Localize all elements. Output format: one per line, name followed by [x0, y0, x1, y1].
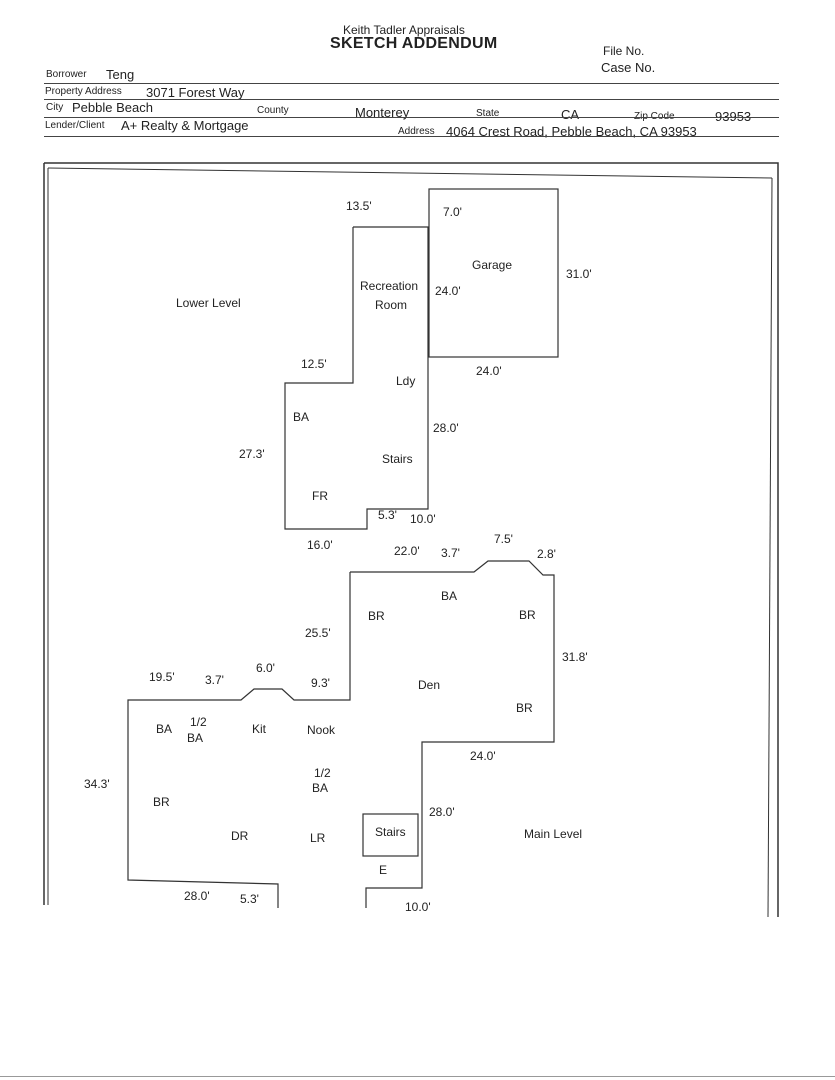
dr-label: DR [231, 829, 249, 843]
header-rule [44, 117, 779, 118]
br-label: BR [153, 795, 170, 809]
recreation-label: Recreation [360, 279, 419, 293]
main-level-west-outline [127, 572, 351, 908]
dimension-label: 9.3' [311, 676, 330, 690]
dimension-label: 6.0' [256, 661, 275, 675]
county-label: County [257, 105, 289, 116]
den-label: Den [418, 678, 441, 692]
file-no-label: File No. [603, 44, 645, 58]
ldy-label: Ldy [396, 374, 416, 388]
lr-label: LR [310, 831, 326, 845]
borrower-value: Teng [106, 67, 135, 82]
zip-label: Zip Code [634, 111, 675, 122]
ba-top-label: BA [441, 589, 458, 603]
dimension-label: 10.0' [410, 512, 436, 526]
kit-label: Kit [252, 722, 267, 736]
ba-label: BA [293, 410, 310, 424]
garage-outline [428, 188, 559, 358]
lower-level-label: Lower Level [176, 296, 241, 310]
address-label: Address [398, 126, 435, 137]
dimension-label: 7.0' [443, 205, 462, 219]
dimension-label: 3.7' [205, 673, 224, 687]
county-value: Monterey [355, 105, 410, 120]
dimension-label: 10.0' [405, 900, 431, 914]
address-value: 4064 Crest Road, Pebble Beach, CA 93953 [446, 124, 697, 139]
lower-level-outline [284, 227, 429, 530]
br-lower-label: BR [516, 701, 533, 715]
state-value: CA [561, 107, 580, 122]
state-label: State [476, 108, 500, 119]
lender-value: A+ Realty & Mortgage [121, 118, 249, 133]
property-address-label: Property Address [45, 86, 122, 97]
dimension-label: 3.7' [441, 546, 460, 560]
dimension-label: 34.3' [84, 777, 110, 791]
dimension-label: 2.8' [537, 547, 556, 561]
dimension-label: 24.0' [476, 364, 502, 378]
entry-label: E [379, 863, 388, 877]
header-rule [44, 83, 779, 84]
entry-outline [365, 858, 423, 908]
stairs-main-label: Stairs [375, 825, 406, 839]
half-label: 1/2 [190, 715, 207, 729]
stairs-box [362, 813, 419, 857]
dimension-label: 28.0' [429, 805, 455, 819]
dimension-label: 25.5' [305, 626, 331, 640]
city-label: City [46, 102, 64, 113]
dimension-label: 27.3' [239, 447, 265, 461]
ba-label: BA [156, 722, 173, 736]
dimension-label: 24.0' [470, 749, 496, 763]
room-label: Room [375, 298, 408, 312]
main-level-upper-outline [350, 560, 555, 858]
dimension-label: 31.8' [562, 650, 588, 664]
fr-label: FR [312, 489, 328, 503]
dimension-label: 16.0' [307, 538, 333, 552]
br-left-label: BR [368, 609, 385, 623]
dimension-label: 28.0' [184, 889, 210, 903]
stairs-label: Stairs [382, 452, 413, 466]
dimension-label: 24.0' [435, 284, 461, 298]
borrower-label: Borrower [46, 69, 87, 80]
dimension-label: 28.0' [433, 421, 459, 435]
dimension-label: 31.0' [566, 267, 592, 281]
page-bottom-edge [0, 1076, 835, 1077]
nook-label: Nook [307, 723, 336, 737]
garage-label: Garage [472, 258, 513, 272]
main-level-label: Main Level [524, 827, 583, 841]
dimension-label: 22.0' [394, 544, 420, 558]
lender-label: Lender/Client [45, 120, 105, 131]
company-name: Keith Tadler Appraisals [343, 23, 465, 37]
dimension-label: 5.3' [240, 892, 259, 906]
dimension-label: 13.5' [346, 199, 372, 213]
city-value: Pebble Beach [72, 100, 153, 115]
page-title: SKETCH ADDENDUM [330, 35, 498, 52]
header-rule [44, 99, 779, 100]
header-rule [44, 136, 779, 137]
property-address-value: 3071 Forest Way [146, 85, 245, 100]
ba-half2-label: BA [312, 781, 329, 795]
dimension-label: 12.5' [301, 357, 327, 371]
dimension-label: 19.5' [149, 670, 175, 684]
zip-value: 93953 [715, 109, 752, 124]
br-right-label: BR [519, 608, 536, 622]
half2-label: 1/2 [314, 766, 331, 780]
dimension-label: 5.3' [378, 508, 397, 522]
ba-half-label: BA [187, 731, 204, 745]
dimension-label: 7.5' [494, 532, 513, 546]
case-no-label: Case No. [601, 60, 656, 75]
